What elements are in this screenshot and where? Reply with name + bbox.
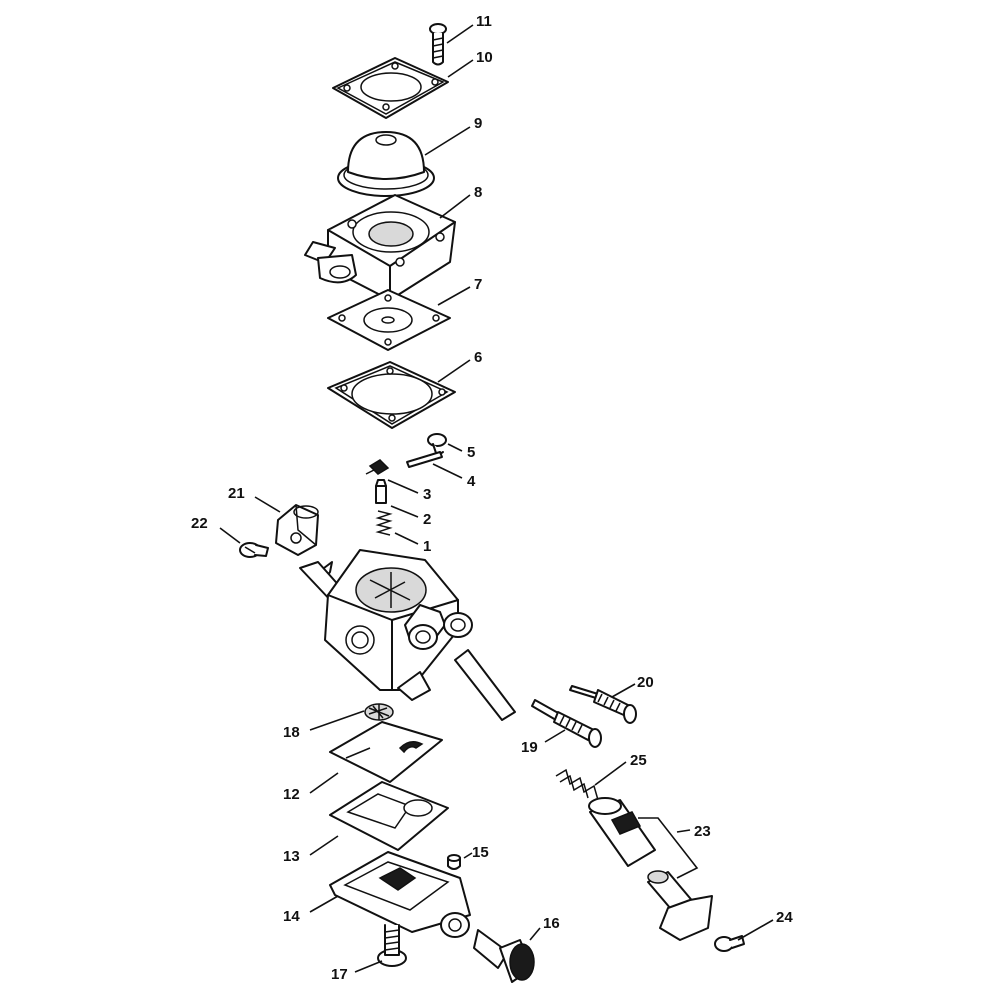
leader-22 (219, 527, 241, 544)
callout-20: 20 (637, 674, 654, 691)
leader-15 (463, 852, 473, 859)
callout-9: 9 (474, 115, 482, 132)
leader-8 (439, 194, 471, 219)
callout-19: 19 (521, 739, 538, 756)
leader-18 (309, 710, 365, 731)
callout-16: 16 (543, 915, 560, 932)
part-11-screw[interactable] (429, 23, 447, 66)
callout-2: 2 (423, 511, 431, 528)
leader-11 (446, 24, 474, 44)
callout-17: 17 (331, 966, 348, 983)
callout-1: 1 (423, 538, 431, 555)
leader-21 (254, 496, 281, 513)
leader-25 (594, 761, 627, 786)
part-19-adjusting-screw[interactable] (531, 699, 602, 748)
leader-10 (447, 59, 474, 78)
part-12-metering-diaphragm[interactable] (329, 721, 443, 783)
callout-4: 4 (467, 473, 476, 490)
part-13-gasket[interactable] (329, 781, 449, 851)
part-3-inlet-lever[interactable] (365, 459, 390, 475)
leader-23-stem (676, 829, 691, 833)
leader-24 (737, 919, 774, 941)
leader-17 (354, 960, 383, 973)
part-15-plug[interactable] (447, 854, 461, 870)
leader-14 (309, 895, 339, 913)
part-17-screw[interactable] (377, 924, 407, 967)
callout-3: 3 (423, 486, 431, 503)
part-1-spring[interactable] (375, 510, 393, 536)
part-9-primer-bulb[interactable] (337, 131, 435, 197)
part-14-metering-cover[interactable] (329, 851, 471, 938)
callout-5: 5 (467, 444, 475, 461)
callout-8: 8 (474, 184, 482, 201)
part-8-pump-cover[interactable] (304, 194, 456, 301)
callout-15: 15 (472, 844, 489, 861)
callout-6: 6 (474, 349, 482, 366)
leader-13 (309, 835, 339, 856)
leader-19 (544, 729, 566, 743)
leader-5 (447, 443, 463, 452)
leader-20 (611, 683, 636, 698)
callout-18: 18 (283, 724, 300, 741)
leader-23 (638, 817, 699, 879)
callout-7: 7 (474, 276, 482, 293)
callout-12: 12 (283, 786, 300, 803)
part-4-pin[interactable] (406, 451, 443, 468)
callout-24: 24 (776, 909, 793, 926)
leader-6 (437, 359, 471, 383)
part-22-screw[interactable] (239, 542, 269, 558)
leader-2 (390, 505, 419, 518)
callout-21: 21 (228, 485, 245, 502)
part-16-cap[interactable] (473, 929, 535, 983)
leader-3 (387, 479, 419, 494)
part-23-knob-assembly[interactable] (588, 797, 713, 941)
leader-4 (432, 463, 463, 479)
callout-14: 14 (283, 908, 300, 925)
part-6-gasket[interactable] (327, 361, 456, 429)
leader-1 (394, 532, 419, 545)
part-7-pump-diaphragm[interactable] (327, 289, 451, 351)
part-5-screw[interactable] (427, 433, 447, 457)
leader-lines (219, 24, 774, 973)
callout-25: 25 (630, 752, 647, 769)
part-18-filter-screen[interactable] (364, 703, 394, 721)
callout-13: 13 (283, 848, 300, 865)
carburetor-body (299, 549, 516, 721)
leader-16 (529, 927, 541, 941)
leader-12 (309, 772, 339, 794)
leader-7 (437, 286, 471, 306)
part-2-inlet-needle[interactable] (375, 479, 387, 504)
part-10-gasket[interactable] (332, 57, 449, 119)
part-20-adjusting-screw[interactable] (569, 685, 637, 724)
callout-11: 11 (476, 13, 492, 30)
leader-9 (424, 126, 471, 156)
callout-labels: 11 10 9 8 7 6 5 4 3 2 1 21 22 18 12 13 1… (191, 13, 793, 983)
callout-23: 23 (694, 823, 711, 840)
part-25-spring[interactable] (555, 768, 599, 801)
part-21-collar[interactable] (275, 504, 319, 556)
callout-10: 10 (476, 49, 493, 66)
callout-22: 22 (191, 515, 208, 532)
